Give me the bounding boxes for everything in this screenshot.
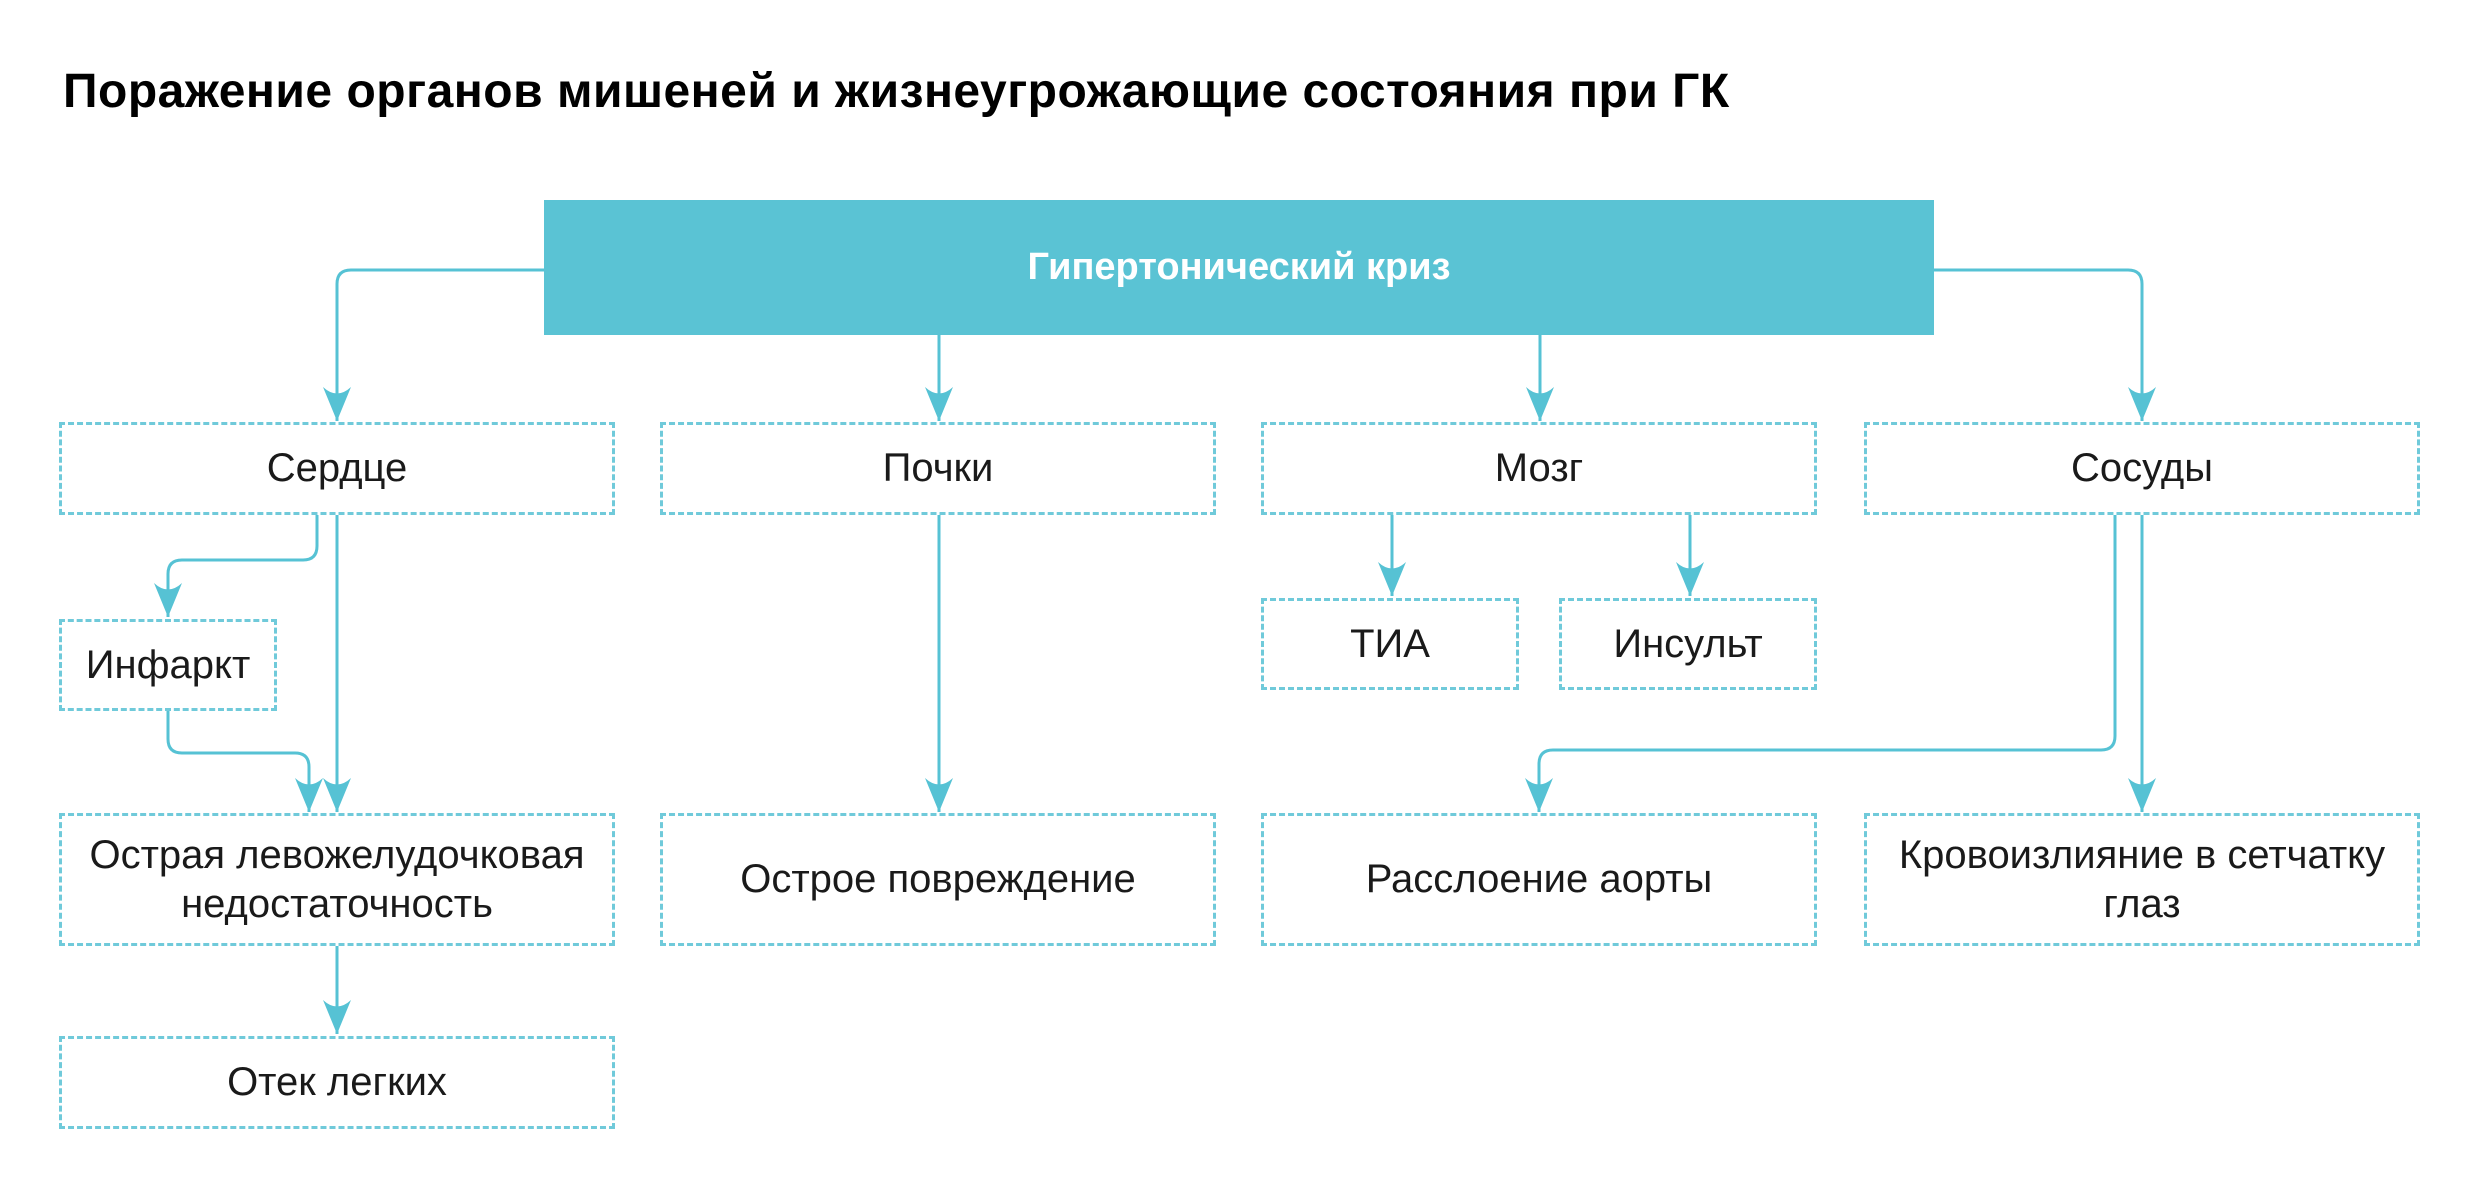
- node-hypertensive-crisis: Гипертонический криз: [544, 200, 1934, 335]
- node-kidneys: Почки: [660, 422, 1216, 515]
- node-pulmonary-edema: Отек легких: [59, 1036, 615, 1129]
- connector-heart-infarction: [154, 515, 319, 617]
- connector-root-heart: [323, 268, 544, 421]
- node-stroke-label: Инсульт: [1613, 621, 1763, 666]
- node-vessels-label: Сосуды: [2071, 446, 2213, 491]
- node-brain: Мозг: [1261, 422, 1817, 515]
- node-heart: Сердце: [59, 422, 615, 515]
- node-pulmonary-edema-label: Отек легких: [227, 1060, 447, 1105]
- connector-infarction-lv-failure: [166, 711, 323, 812]
- node-tia-label: ТИА: [1350, 621, 1430, 666]
- node-retinal-hemorrhage-label: Кровоизлияние в сетчатку глаз: [1898, 832, 2386, 926]
- node-lv-failure: Острая левожелудочковая недостаточность: [59, 813, 615, 946]
- node-tia: ТИА: [1261, 598, 1519, 690]
- node-vessels: Сосуды: [1864, 422, 2420, 515]
- node-hypertensive-crisis-label: Гипертонический криз: [1027, 246, 1451, 289]
- node-kidney-injury-label: Острое повреждение: [740, 857, 1136, 902]
- node-stroke: Инсульт: [1559, 598, 1817, 690]
- connector-root-vessels: [1934, 268, 2156, 421]
- node-aortic-dissection-label: Расслоение аорты: [1365, 857, 1713, 902]
- node-lv-failure-label: Острая левожелудочковая недостаточность: [89, 832, 585, 926]
- node-kidneys-label: Почки: [882, 446, 994, 491]
- page-title: Поражение органов мишеней и жизнеугрожаю…: [63, 65, 1730, 118]
- node-infarction: Инфаркт: [59, 619, 277, 711]
- connector-vessels-aortic-dissection: [1525, 515, 2117, 812]
- node-retinal-hemorrhage: Кровоизлияние в сетчатку глаз: [1864, 813, 2420, 946]
- node-kidney-injury: Острое повреждение: [660, 813, 1216, 946]
- node-aortic-dissection: Расслоение аорты: [1261, 813, 1817, 946]
- node-infarction-label: Инфаркт: [85, 642, 251, 687]
- node-heart-label: Сердце: [266, 446, 408, 491]
- node-brain-label: Мозг: [1494, 446, 1584, 491]
